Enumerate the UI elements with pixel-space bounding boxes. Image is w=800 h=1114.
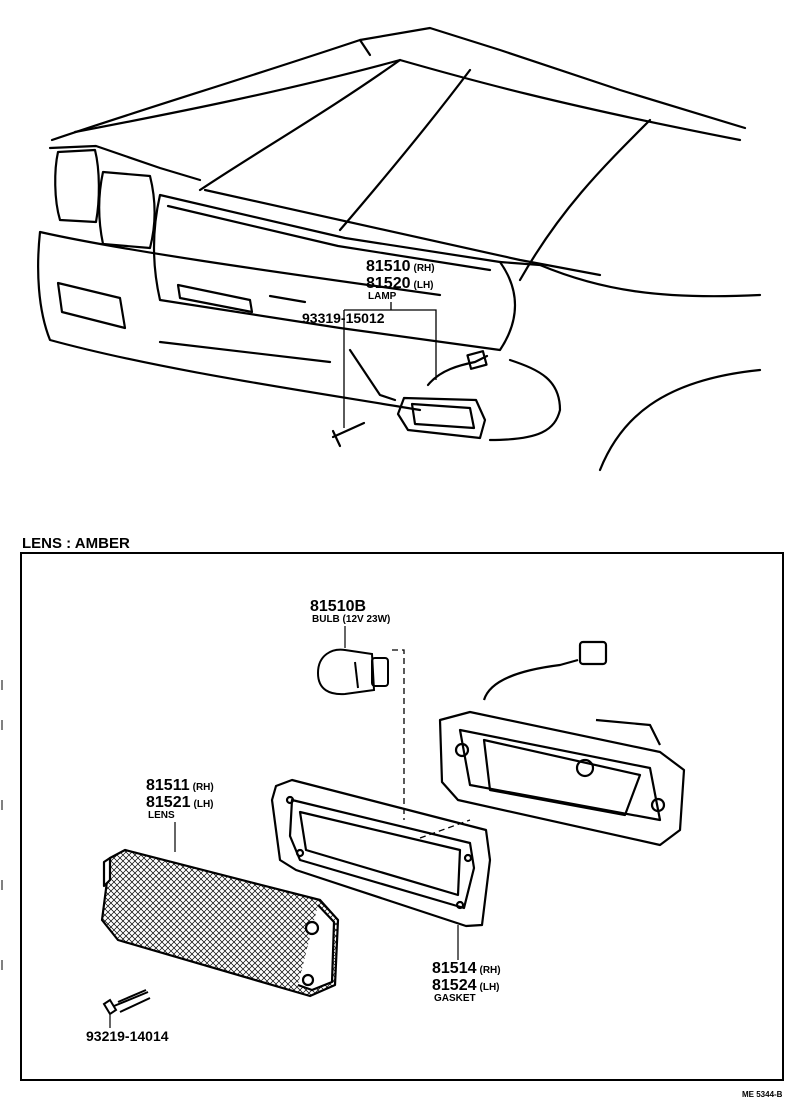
gasket-rh-side: (RH) [479,965,501,976]
lamp-assembly [396,396,487,440]
lens-lh-part-number: 81521 [146,794,191,811]
section-title: LENS : AMBER [22,535,130,552]
gasket-lh-side: (LH) [479,982,500,993]
gasket-rh-label: 81514(RH) [432,960,501,978]
mount-screw-top [331,421,366,448]
bulb-part-number: 81510B [310,598,367,615]
lens-name: LENS [148,810,175,821]
fender [498,260,762,298]
housing-dash-line [419,819,471,839]
housing-illustration [438,640,686,847]
bulb-illustration [316,648,389,696]
lamp-rh-label: 81510(RH) [366,258,435,276]
screw-bottom-part-number: 93219-14014 [86,1028,169,1044]
gasket-rh-part-number: 81514 [432,960,477,977]
gasket-lh-label: 81524(LH) [432,977,500,995]
lens-illustration [100,848,340,998]
lens-rh-label: 81511(RH) [146,777,214,795]
lamp-lh-side: (LH) [413,280,434,291]
front-bumper [37,230,442,412]
lens-rh-part-number: 81511 [146,777,190,794]
section-frame [20,552,784,1081]
drawing-code: ME 5344-B [742,1090,783,1099]
headlight-inner [98,170,156,250]
mount-screw-bottom [102,989,151,1016]
lamp-name: LAMP [368,291,397,302]
wheel-arch [598,368,762,472]
leader-lines-top [343,302,437,428]
lamp-lh-part-number: 81520 [366,275,411,292]
hood-outline [50,26,747,142]
grille [152,193,516,352]
lens-lh-label: 81521(LH) [146,794,214,812]
gasket-name: GASKET [434,993,476,1004]
gasket-lh-part-number: 81524 [432,977,477,994]
headlight-outer [54,148,100,224]
lamp-rh-part-number: 81510 [366,258,411,275]
screw-top-part-number: 93319-15012 [302,310,385,326]
lens-rh-side: (RH) [192,782,214,793]
car-front-illustration [37,26,762,472]
lamp-lh-label: 81520(LH) [366,275,434,293]
gasket-illustration [270,778,492,928]
bulb-dash-line [392,649,405,820]
lamp-rh-side: (RH) [413,263,435,274]
bulb-name: BULB (12V 23W) [312,614,391,625]
lens-lh-side: (LH) [193,799,214,810]
